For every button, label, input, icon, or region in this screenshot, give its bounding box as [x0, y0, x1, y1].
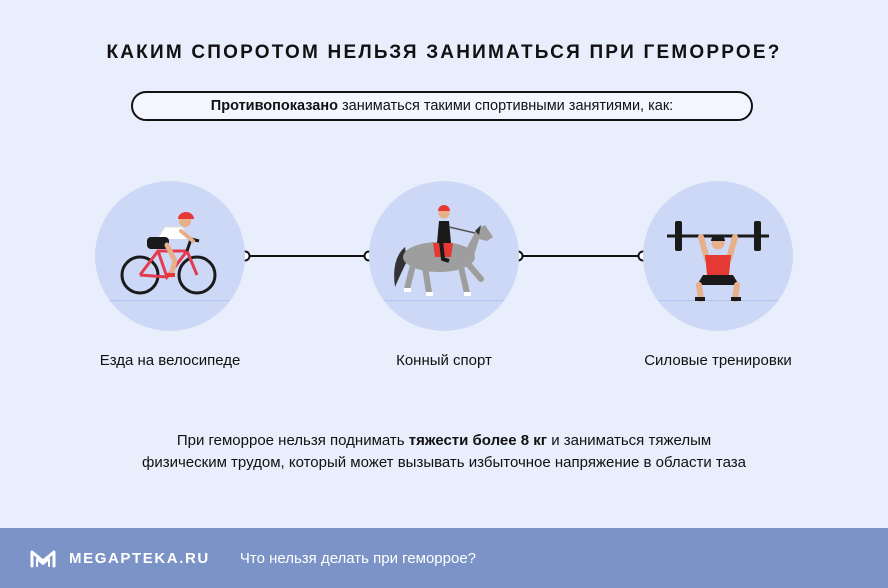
note-line-1: При геморрое нельзя поднимать тяжести бо…	[0, 430, 888, 452]
megapteka-logo-icon	[30, 550, 56, 568]
page-title: Каким споротом нельзя заниматься при гем…	[106, 42, 782, 63]
note-text-after: и заниматься тяжелым	[551, 432, 712, 449]
weightlifter-icon	[667, 221, 769, 302]
sport-label-weightlifting: Силовые тренировки	[644, 352, 792, 369]
note-text-bold: тяжести более 8 кг	[408, 432, 548, 449]
intro-text: заниматься такими спортивными занятиями,…	[341, 98, 674, 114]
intro-pill: Противопоказано заниматься такими спорти…	[131, 91, 753, 121]
sport-circle-weightlifting	[643, 181, 793, 331]
footer-caption: Что нельзя делать при геморрое?	[239, 549, 477, 567]
note-text-before: При геморрое нельзя поднимать	[176, 432, 405, 449]
brand-name: MEGAPTEKA.RU	[69, 549, 210, 567]
intro-bold: Противопоказано	[210, 98, 338, 114]
sport-circle-equestrian	[369, 181, 519, 331]
warning-note: При геморрое нельзя поднимать тяжести бо…	[0, 430, 888, 474]
footer-bar: MEGAPTEKA.RU Что нельзя делать при гемор…	[0, 528, 888, 588]
note-line-2: физическим трудом, который может вызыват…	[142, 454, 746, 471]
sport-label-equestrian: Конный спорт	[396, 352, 492, 369]
cyclist-icon	[120, 212, 217, 295]
sport-label-cycling: Езда на велосипеде	[99, 352, 241, 369]
horse-rider-icon	[394, 205, 493, 296]
sport-circle-cycling	[95, 181, 245, 331]
